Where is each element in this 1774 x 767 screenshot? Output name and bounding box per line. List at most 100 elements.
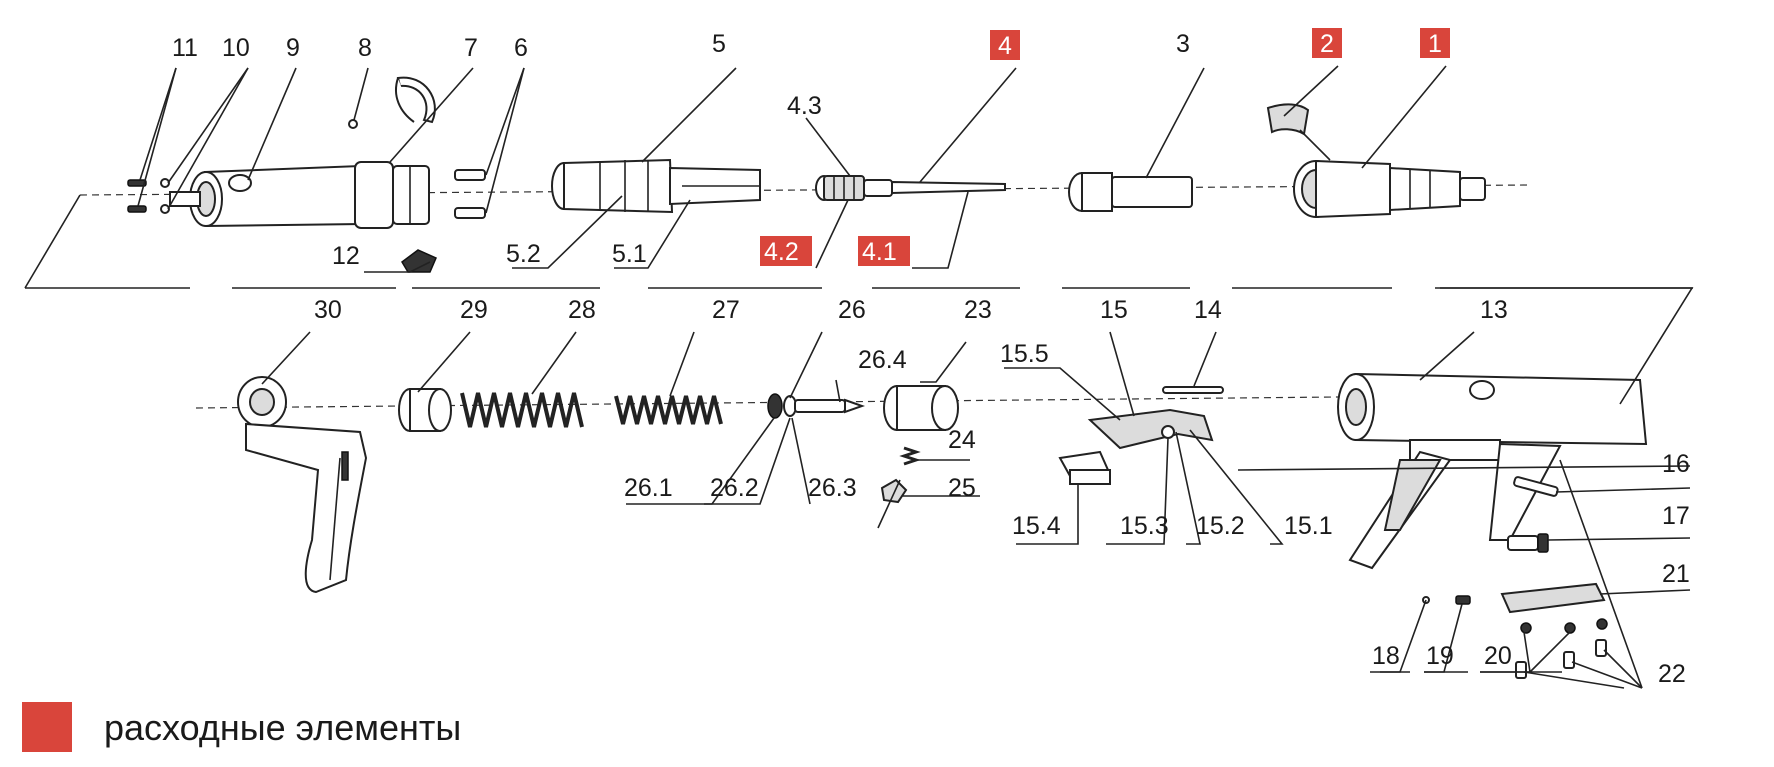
part-25-nut (880, 478, 908, 504)
label-30: 30 (314, 296, 342, 324)
leader-5-1 (614, 199, 691, 269)
bottom-row (195, 287, 1694, 689)
legend-swatch (22, 702, 72, 752)
legend: расходные элементы (22, 702, 461, 752)
leader-27 (669, 331, 695, 397)
label-1: 1 (1428, 30, 1442, 58)
part-14-rod (1162, 386, 1224, 394)
label-7: 7 (464, 34, 478, 62)
leader-2b (1299, 129, 1331, 161)
label-2: 2 (1320, 30, 1334, 58)
label-22: 22 (1658, 660, 1686, 688)
leader-22 (1603, 649, 1643, 689)
leader-4-2 (815, 199, 849, 269)
label-13: 13 (1480, 296, 1508, 324)
part-9-barrel-housing (169, 161, 430, 229)
label-26-1: 26.1 (624, 474, 673, 502)
part-7-clip (396, 76, 436, 124)
label-15: 15 (1100, 296, 1128, 324)
leader-15-2 (1175, 431, 1201, 545)
part-1-nose (1293, 159, 1486, 219)
labels-top: 11 10 9 8 7 6 5 4.3 4 3 2 1 12 5.2 5.1 4… (172, 28, 1450, 270)
leader-25-axis (877, 479, 901, 529)
bracket-left (24, 194, 81, 289)
leader-5-2 (512, 195, 623, 269)
label-6: 6 (514, 34, 528, 62)
highlight-4 (990, 30, 1020, 60)
label-11: 11 (172, 34, 198, 62)
label-4-1: 4.1 (862, 238, 897, 266)
leader-14 (1193, 331, 1217, 387)
part-8-ball (348, 119, 358, 129)
label-9: 9 (286, 34, 300, 62)
label-5: 5 (712, 30, 726, 58)
leader-13-bracket (1440, 287, 1694, 405)
part-28-spring (460, 392, 584, 428)
leader-7 (389, 67, 474, 163)
label-28: 28 (568, 296, 596, 324)
label-15-3: 15.3 (1120, 512, 1169, 540)
leader-21 (1599, 589, 1691, 595)
top-row (24, 65, 1693, 289)
part-4-piston (815, 175, 1006, 201)
leader-4-1 (912, 191, 969, 269)
leader-13 (1419, 331, 1475, 381)
label-17: 17 (1662, 502, 1690, 530)
part-17-screw (1507, 533, 1549, 553)
part-2-segment (1266, 103, 1310, 136)
leader-26-2 (704, 417, 791, 505)
part-20-22-screws (1515, 618, 1608, 679)
label-20: 20 (1484, 642, 1512, 670)
leader-15-1 (1189, 429, 1284, 545)
label-4-2: 4.2 (764, 238, 799, 266)
highlight-4-1 (858, 236, 910, 266)
highlight-1 (1420, 28, 1450, 58)
leader-22 (1571, 661, 1643, 689)
part-30-handle (237, 376, 368, 594)
part-13-main-housing (1337, 372, 1648, 570)
part-23-bushing (883, 385, 959, 431)
leader-2 (1283, 65, 1339, 117)
label-8: 8 (358, 34, 372, 62)
leader-20 (1529, 631, 1571, 673)
leader-23 (920, 341, 967, 383)
label-15-5: 15.5 (1000, 340, 1049, 368)
label-4: 4 (998, 32, 1012, 60)
highlight-2 (1312, 28, 1342, 58)
leader-6 (485, 67, 525, 214)
label-26-4: 26.4 (858, 346, 907, 374)
highlight-4-2 (760, 236, 812, 266)
label-26-3: 26.3 (808, 474, 857, 502)
part-26-pin (767, 393, 866, 419)
label-15-1: 15.1 (1284, 512, 1333, 540)
label-26: 26 (838, 296, 866, 324)
leader-12 (364, 261, 431, 273)
part-11-pins (127, 178, 170, 214)
label-15-4: 15.4 (1012, 512, 1061, 540)
label-26-2: 26.2 (710, 474, 759, 502)
part-12-latch (401, 249, 437, 273)
leader-17 (1547, 537, 1691, 541)
legend-label: расходные элементы (104, 707, 461, 748)
leader-6 (485, 67, 525, 176)
leader-29 (417, 331, 471, 393)
part-21-plate (1500, 582, 1606, 614)
leader-10 (167, 67, 249, 210)
label-18: 18 (1372, 642, 1400, 670)
part-15-trigger (1058, 408, 1214, 485)
label-29: 29 (460, 296, 488, 324)
leader-16 (1555, 487, 1691, 493)
label-4-3: 4.3 (787, 92, 822, 120)
label-23: 23 (964, 296, 992, 324)
leader-15-axis (1237, 465, 1691, 471)
leader-15-5 (1004, 367, 1121, 421)
part-29-sleeve (398, 388, 452, 432)
leader-15-3 (1106, 437, 1169, 545)
label-19: 19 (1426, 642, 1454, 670)
label-5-2: 5.2 (506, 240, 541, 268)
label-27: 27 (712, 296, 740, 324)
leader-1 (1361, 65, 1447, 169)
leader-4 (919, 67, 1017, 183)
label-25: 25 (948, 474, 976, 502)
